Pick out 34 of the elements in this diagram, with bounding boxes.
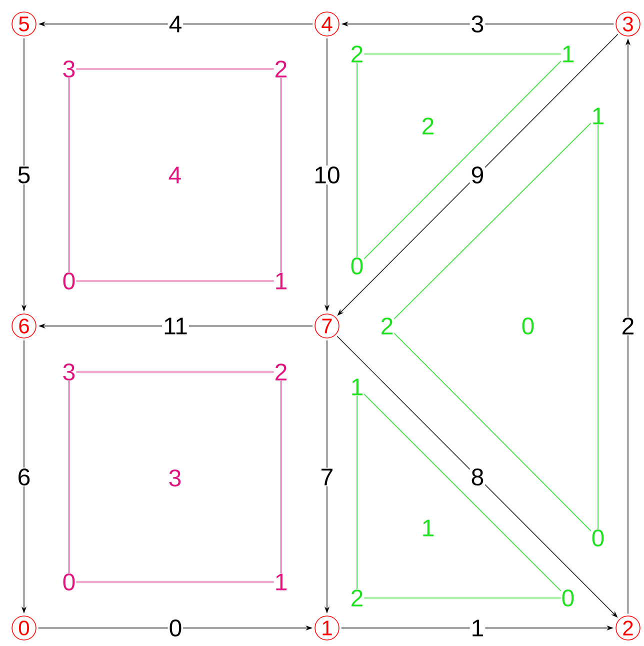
edge-label: 7: [319, 468, 335, 486]
edge-label: 3: [470, 14, 486, 34]
corner-number: 2: [380, 317, 394, 335]
corner-number: 2: [274, 60, 288, 78]
edge-label: 0: [168, 618, 184, 638]
face-number: 3: [169, 470, 181, 486]
corner-number: 3: [62, 363, 76, 381]
corner-number: 1: [274, 573, 288, 591]
corner-number: 0: [560, 589, 576, 607]
corner-number: 1: [274, 272, 288, 290]
face-number: 2: [422, 118, 434, 134]
corner-number: 3: [62, 60, 76, 78]
corner-number: 2: [350, 45, 364, 63]
corner-number: 2: [274, 363, 288, 381]
edge-label: 4: [168, 14, 184, 34]
corner-number: 0: [62, 573, 76, 591]
edge-label: 5: [16, 166, 32, 184]
edge-label: 8: [470, 468, 486, 486]
corner-number: 1: [590, 107, 606, 125]
edge-label: 9: [470, 166, 486, 184]
edge-label: 10: [312, 166, 342, 184]
corner-number: 0: [62, 272, 76, 290]
corner-number: 0: [590, 529, 606, 547]
edge-label: 6: [16, 468, 32, 486]
face-number: 0: [522, 318, 534, 334]
edge-label: 11: [162, 316, 189, 336]
face-number: 1: [423, 520, 434, 536]
corner-number: 1: [560, 45, 576, 63]
edge-label: 1: [470, 618, 486, 638]
corner-number: 2: [350, 589, 364, 607]
face-number: 4: [168, 166, 181, 184]
corner-number: 1: [350, 378, 364, 396]
edge-label: 2: [620, 316, 636, 336]
corner-number: 0: [350, 257, 364, 275]
